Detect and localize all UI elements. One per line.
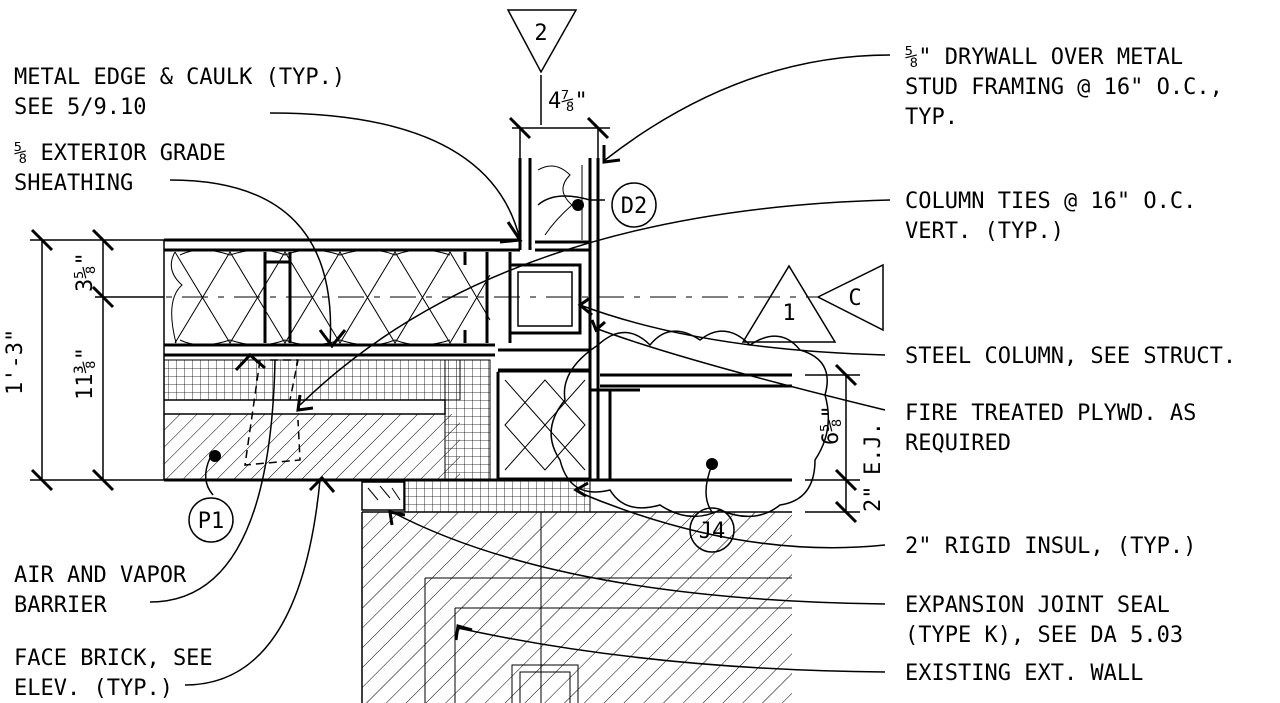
- tag-j4: J4: [689, 507, 735, 553]
- right-callouts: ⅝" DRYWALL OVER METAL STUD FRAMING @ 16"…: [905, 45, 1236, 686]
- revision-cloud: [550, 330, 830, 518]
- tag-d2: D2: [611, 182, 657, 228]
- label-metal-edge: METAL EDGE & CAULK (TYP.): [14, 65, 345, 90]
- label-fire-plywood: FIRE TREATED PLYWD. AS: [905, 401, 1196, 426]
- section-top-label: 2: [534, 21, 547, 46]
- dimension-lines: [30, 75, 860, 524]
- label-expansion-joint: EXPANSION JOINT SEAL: [905, 593, 1170, 618]
- dim-joint-label: E.J.: [861, 422, 886, 475]
- dim-upper: 3⅝": [73, 252, 98, 292]
- tag-p1: P1: [188, 497, 234, 543]
- dim-overall: 1'-3": [3, 329, 28, 395]
- section-marker-right: 1 C: [741, 263, 884, 343]
- label-sheathing: SHEATHING: [14, 171, 133, 196]
- label-typ: TYP.: [905, 105, 958, 130]
- label-see-5-910: SEE 5/9.10: [14, 95, 146, 120]
- label-exterior-sheathing: ⅝ EXTERIOR GRADE: [14, 141, 226, 166]
- label-column-ties: COLUMN TIES @ 16" O.C.: [905, 189, 1196, 214]
- left-callouts: METAL EDGE & CAULK (TYP.) SEE 5/9.10 ⅝ E…: [14, 65, 345, 701]
- svg-text:J4: J4: [699, 519, 726, 544]
- label-air-vapor: AIR AND VAPOR: [14, 563, 187, 588]
- dim-bottom: 2": [861, 486, 886, 513]
- label-rigid-insul: 2" RIGID INSUL, (TYP.): [905, 534, 1196, 559]
- face-brick: [164, 399, 482, 481]
- label-stud-framing: STUD FRAMING @ 16" O.C.,: [905, 75, 1223, 100]
- dim-wall-thickness: 4⅞": [548, 89, 588, 114]
- label-elev-typ: ELEV. (TYP.): [14, 676, 173, 701]
- label-vert-typ: VERT. (TYP.): [905, 219, 1064, 244]
- leader-lines: [149, 54, 891, 686]
- leader-dots: [209, 199, 718, 470]
- dim-joint-height: 6⅝": [819, 405, 844, 445]
- label-barrier: BARRIER: [14, 593, 107, 618]
- existing-wall: [361, 511, 792, 703]
- steel-column: [496, 158, 792, 480]
- label-type-k: (TYPE K), SEE DA 5.03: [905, 623, 1183, 648]
- svg-text:P1: P1: [198, 509, 225, 534]
- sheathing-layers: [163, 238, 792, 482]
- batt-insulation: [170, 249, 491, 346]
- svg-text:D2: D2: [621, 194, 648, 219]
- dim-lower: 11⅜": [73, 347, 98, 400]
- arrowheads: [234, 145, 621, 641]
- section-right-label: 1: [782, 301, 795, 326]
- expansion-joint-seal: [361, 481, 405, 511]
- label-drywall: ⅝" DRYWALL OVER METAL: [905, 45, 1183, 70]
- label-face-brick: FACE BRICK, SEE: [14, 646, 213, 671]
- label-steel-column: STEEL COLUMN, SEE STRUCT.: [905, 344, 1236, 369]
- ref-c-label: C: [848, 286, 861, 311]
- column-tie: [244, 359, 301, 466]
- label-required: REQUIRED: [905, 431, 1011, 456]
- section-marker-top: 2: [506, 9, 578, 74]
- label-existing-wall: EXISTING EXT. WALL: [905, 661, 1143, 686]
